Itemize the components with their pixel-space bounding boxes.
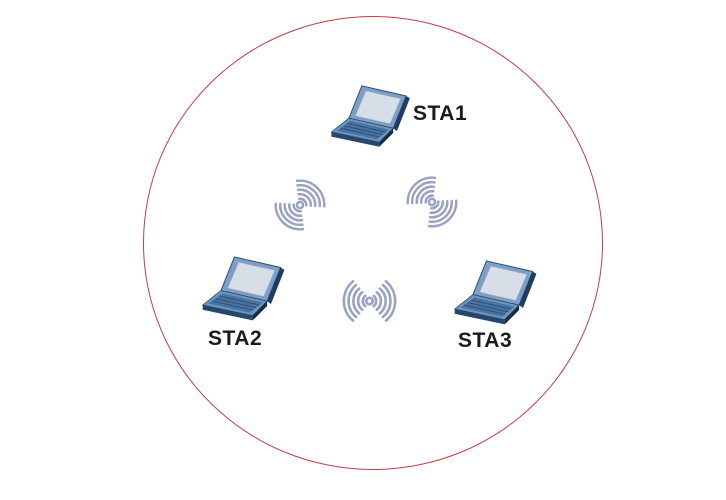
node-label-sta2: STA2 — [208, 327, 263, 350]
laptop-icon — [330, 85, 411, 148]
coverage-area-circle — [143, 16, 603, 470]
laptop-icon — [454, 260, 538, 325]
wireless-signal-icon-sta2-sta3 — [342, 280, 397, 322]
laptop-icon — [202, 256, 286, 321]
node-label-sta1: STA1 — [413, 102, 468, 125]
node-label-sta3: STA3 — [458, 329, 513, 352]
